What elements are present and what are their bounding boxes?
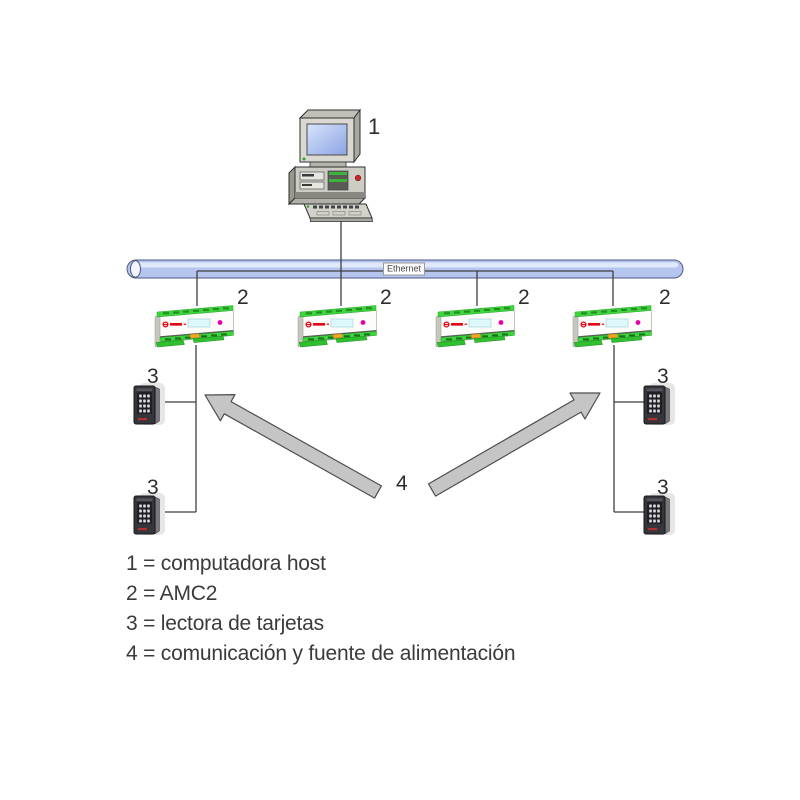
callout-2-amc2-3: 2 [518, 286, 530, 309]
callout-3-reader-left-1: 3 [147, 365, 159, 388]
legend-line-1: 1 = computadora host [126, 552, 326, 575]
callout-3-reader-right-2: 3 [657, 476, 669, 499]
legend-line-3: 3 = lectora de tarjetas [126, 612, 324, 635]
card-reader-left-1-icon [133, 382, 166, 426]
amc2-controller-3-icon [435, 304, 516, 348]
callout-2-amc2-1: 2 [237, 286, 249, 309]
comm-arrow-right-icon [427, 392, 601, 497]
card-reader-right-1-icon [643, 382, 676, 426]
amc2-controller-2-icon [297, 304, 378, 348]
amc2-controller-4-icon [572, 304, 653, 348]
callout-1-host: 1 [368, 114, 381, 139]
callout-3-reader-left-2: 3 [147, 476, 159, 499]
amc2-controller-1-icon [154, 304, 235, 348]
callout-2-amc2-4: 2 [659, 286, 671, 309]
legend: 1 = computadora host 2 = AMC2 3 = lector… [126, 549, 515, 669]
legend-line-4: 4 = comunicación y fuente de alimentació… [126, 642, 516, 665]
card-reader-right-2-icon [643, 492, 676, 536]
comm-arrows [204, 392, 601, 499]
callout-3-reader-right-1: 3 [657, 365, 669, 388]
callout-2-amc2-2: 2 [380, 286, 392, 309]
card-reader-left-2-icon [133, 492, 166, 536]
legend-line-2: 2 = AMC2 [126, 582, 218, 605]
ethernet-label: Ethernet [382, 262, 426, 276]
comm-arrow-left-icon [204, 394, 382, 499]
callout-4-comm: 4 [396, 472, 408, 495]
host-computer-icon [288, 109, 373, 222]
